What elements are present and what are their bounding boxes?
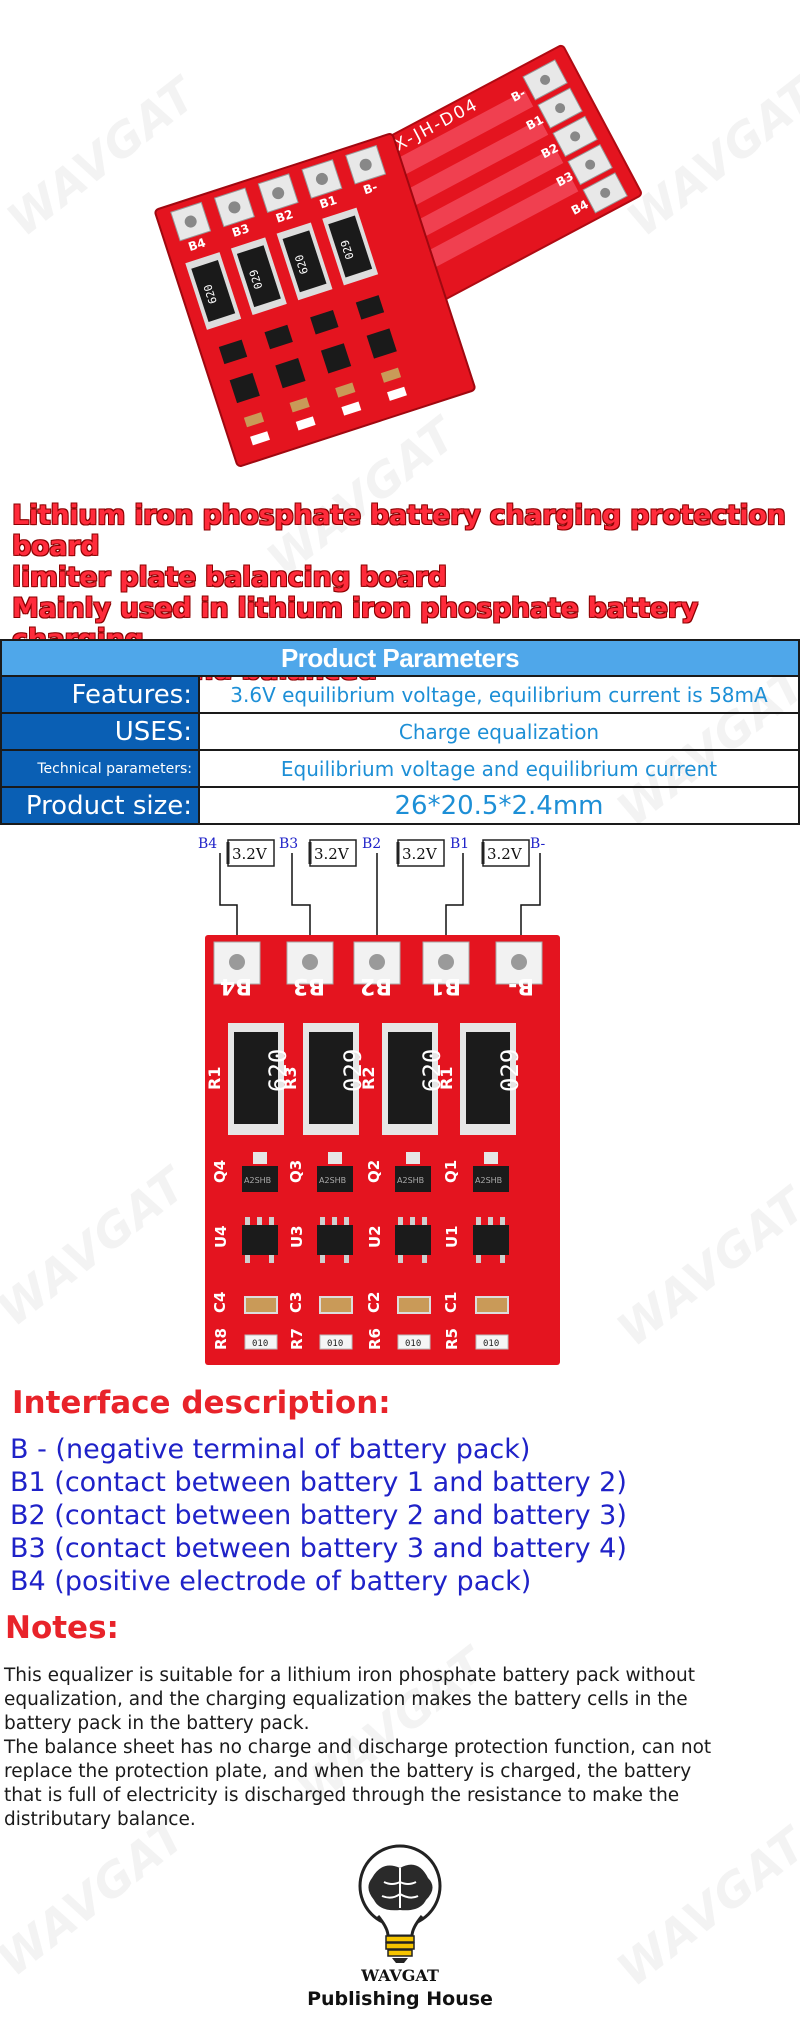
list-item: B4 (positive electrode of battery pack) [10,1566,532,1597]
resistor-code: 029 [247,268,266,291]
smd-code: 010 [252,1339,268,1349]
cell-voltage: 3.2V [314,845,350,863]
chip-code: A2SHB [397,1176,424,1185]
ic-ref: U4 [212,1225,230,1248]
wiring-diagram: 3.2V 3.2V 3.2V 3.2V B4 B3 B2 B1 B- B4 B3… [198,836,560,1365]
terminal-label: B- [530,836,546,852]
resistor-ref: R1 [437,1067,456,1090]
pad-label: B4 [220,973,252,998]
pad-label: B- [508,973,534,998]
table-header: Product Parameters [0,639,800,677]
smd-ref: R5 [443,1328,461,1350]
resistor-code: 620 [418,1049,446,1092]
row-value: Equilibrium voltage and equilibrium curr… [198,749,800,788]
cap-ref: C4 [211,1292,229,1313]
row-value: 26*20.5*2.4mm [198,786,800,825]
ic-ref: U3 [288,1225,306,1248]
watermark: WAVGAT [607,1176,800,1358]
headline-line: limiter plate balancing board [12,562,447,593]
table-row: Product size: 26*20.5*2.4mm [0,786,800,825]
pad-label: B- [509,86,528,105]
notes-body: This equalizer is suitable for a lithium… [4,1665,712,1830]
pad-label: B1 [429,973,461,998]
chip-code: A2SHB [475,1176,502,1185]
row-label: Product size: [0,786,200,825]
list-item: B - (negative terminal of battery pack) [10,1434,531,1465]
ic-ref: U2 [366,1225,384,1248]
pad-label: B3 [293,973,325,998]
terminal-label: B2 [362,836,381,852]
terminal-label: B4 [198,836,217,852]
smd-ref: R7 [288,1328,306,1350]
smd-code: 010 [327,1339,343,1349]
pad-label: B1 [318,193,339,212]
pad-label: B2 [274,207,295,226]
resistor-code: 029 [338,238,357,261]
smd-code: 010 [483,1339,499,1349]
table-row: USES: Charge equalization [0,712,800,751]
product-photo: HX-JH-D04 B- B1 B2 B3 B4 B4 B3 B2 B1 B- [154,44,642,467]
list-item: B3 (contact between battery 3 and batter… [10,1533,627,1564]
pad-label: B3 [230,221,251,240]
resistor-ref: R2 [359,1067,378,1090]
headline-line: Lithium iron phosphate battery charging … [12,500,786,562]
lightbulb-brain-icon [358,1844,442,1963]
resistor-ref: R3 [281,1067,300,1090]
logo-tagline: Publishing House [307,1988,493,2010]
cell-voltage: 3.2V [487,845,523,863]
resistor-code: 029 [339,1049,367,1092]
resistor-code: 620 [201,283,220,306]
chip-code: A2SHB [319,1176,346,1185]
transistor-ref: Q4 [211,1160,229,1183]
row-label: Technical parameters: [0,749,200,788]
chip-code: A2SHB [244,1176,271,1185]
cap-ref: C2 [365,1292,383,1313]
resistor-code: 620 [293,253,312,276]
terminal-label: B3 [279,836,298,852]
pad-label: B- [361,180,379,198]
row-value: Charge equalization [198,712,800,751]
notes-title: Notes: [5,1610,119,1646]
pad-label: B2 [360,973,392,998]
resistor-code: 620 [264,1049,292,1092]
transistor-ref: Q1 [442,1160,460,1183]
smd-ref: R8 [212,1328,230,1350]
row-value: 3.6V equilibrium voltage, equilibrium cu… [198,675,800,714]
resistor-ref: R1 [205,1067,224,1090]
board-b: B4 B3 B2 B1 B- 620 029 620 029 [154,133,476,467]
cell-voltage: 3.2V [402,845,438,863]
list-item: B1 (contact between battery 1 and batter… [10,1467,627,1498]
ic-ref: U1 [443,1225,461,1248]
row-label: USES: [0,712,200,751]
interface-title: Interface description: [12,1385,391,1421]
product-parameters-table: Product Parameters Features: 3.6V equili… [0,639,800,825]
cap-ref: C3 [287,1292,305,1313]
table-row: Technical parameters: Equilibrium voltag… [0,749,800,788]
smd-ref: R6 [366,1328,384,1350]
transistor-ref: Q3 [287,1160,305,1183]
table-row: Features: 3.6V equilibrium voltage, equi… [0,675,800,714]
watermark: WAVGAT [607,1816,800,1998]
transistor-ref: Q2 [365,1160,383,1183]
cap-ref: C1 [442,1292,460,1313]
list-item: B2 (contact between battery 2 and batter… [10,1500,627,1531]
row-label: Features: [0,675,200,714]
cell-voltage: 3.2V [232,845,268,863]
pad-label: B4 [186,235,207,254]
terminal-label: B1 [450,836,469,852]
watermark: WAVGAT [0,1156,197,1338]
resistor-code: 029 [496,1049,524,1092]
wavgat-logo: WAVGAT Publishing House [300,1838,500,2018]
watermark: WAVGAT [0,1806,197,1988]
logo-brand: WAVGAT [361,1966,439,1985]
interface-list: B - (negative terminal of battery pack) … [10,1433,627,1598]
smd-code: 010 [405,1339,421,1349]
